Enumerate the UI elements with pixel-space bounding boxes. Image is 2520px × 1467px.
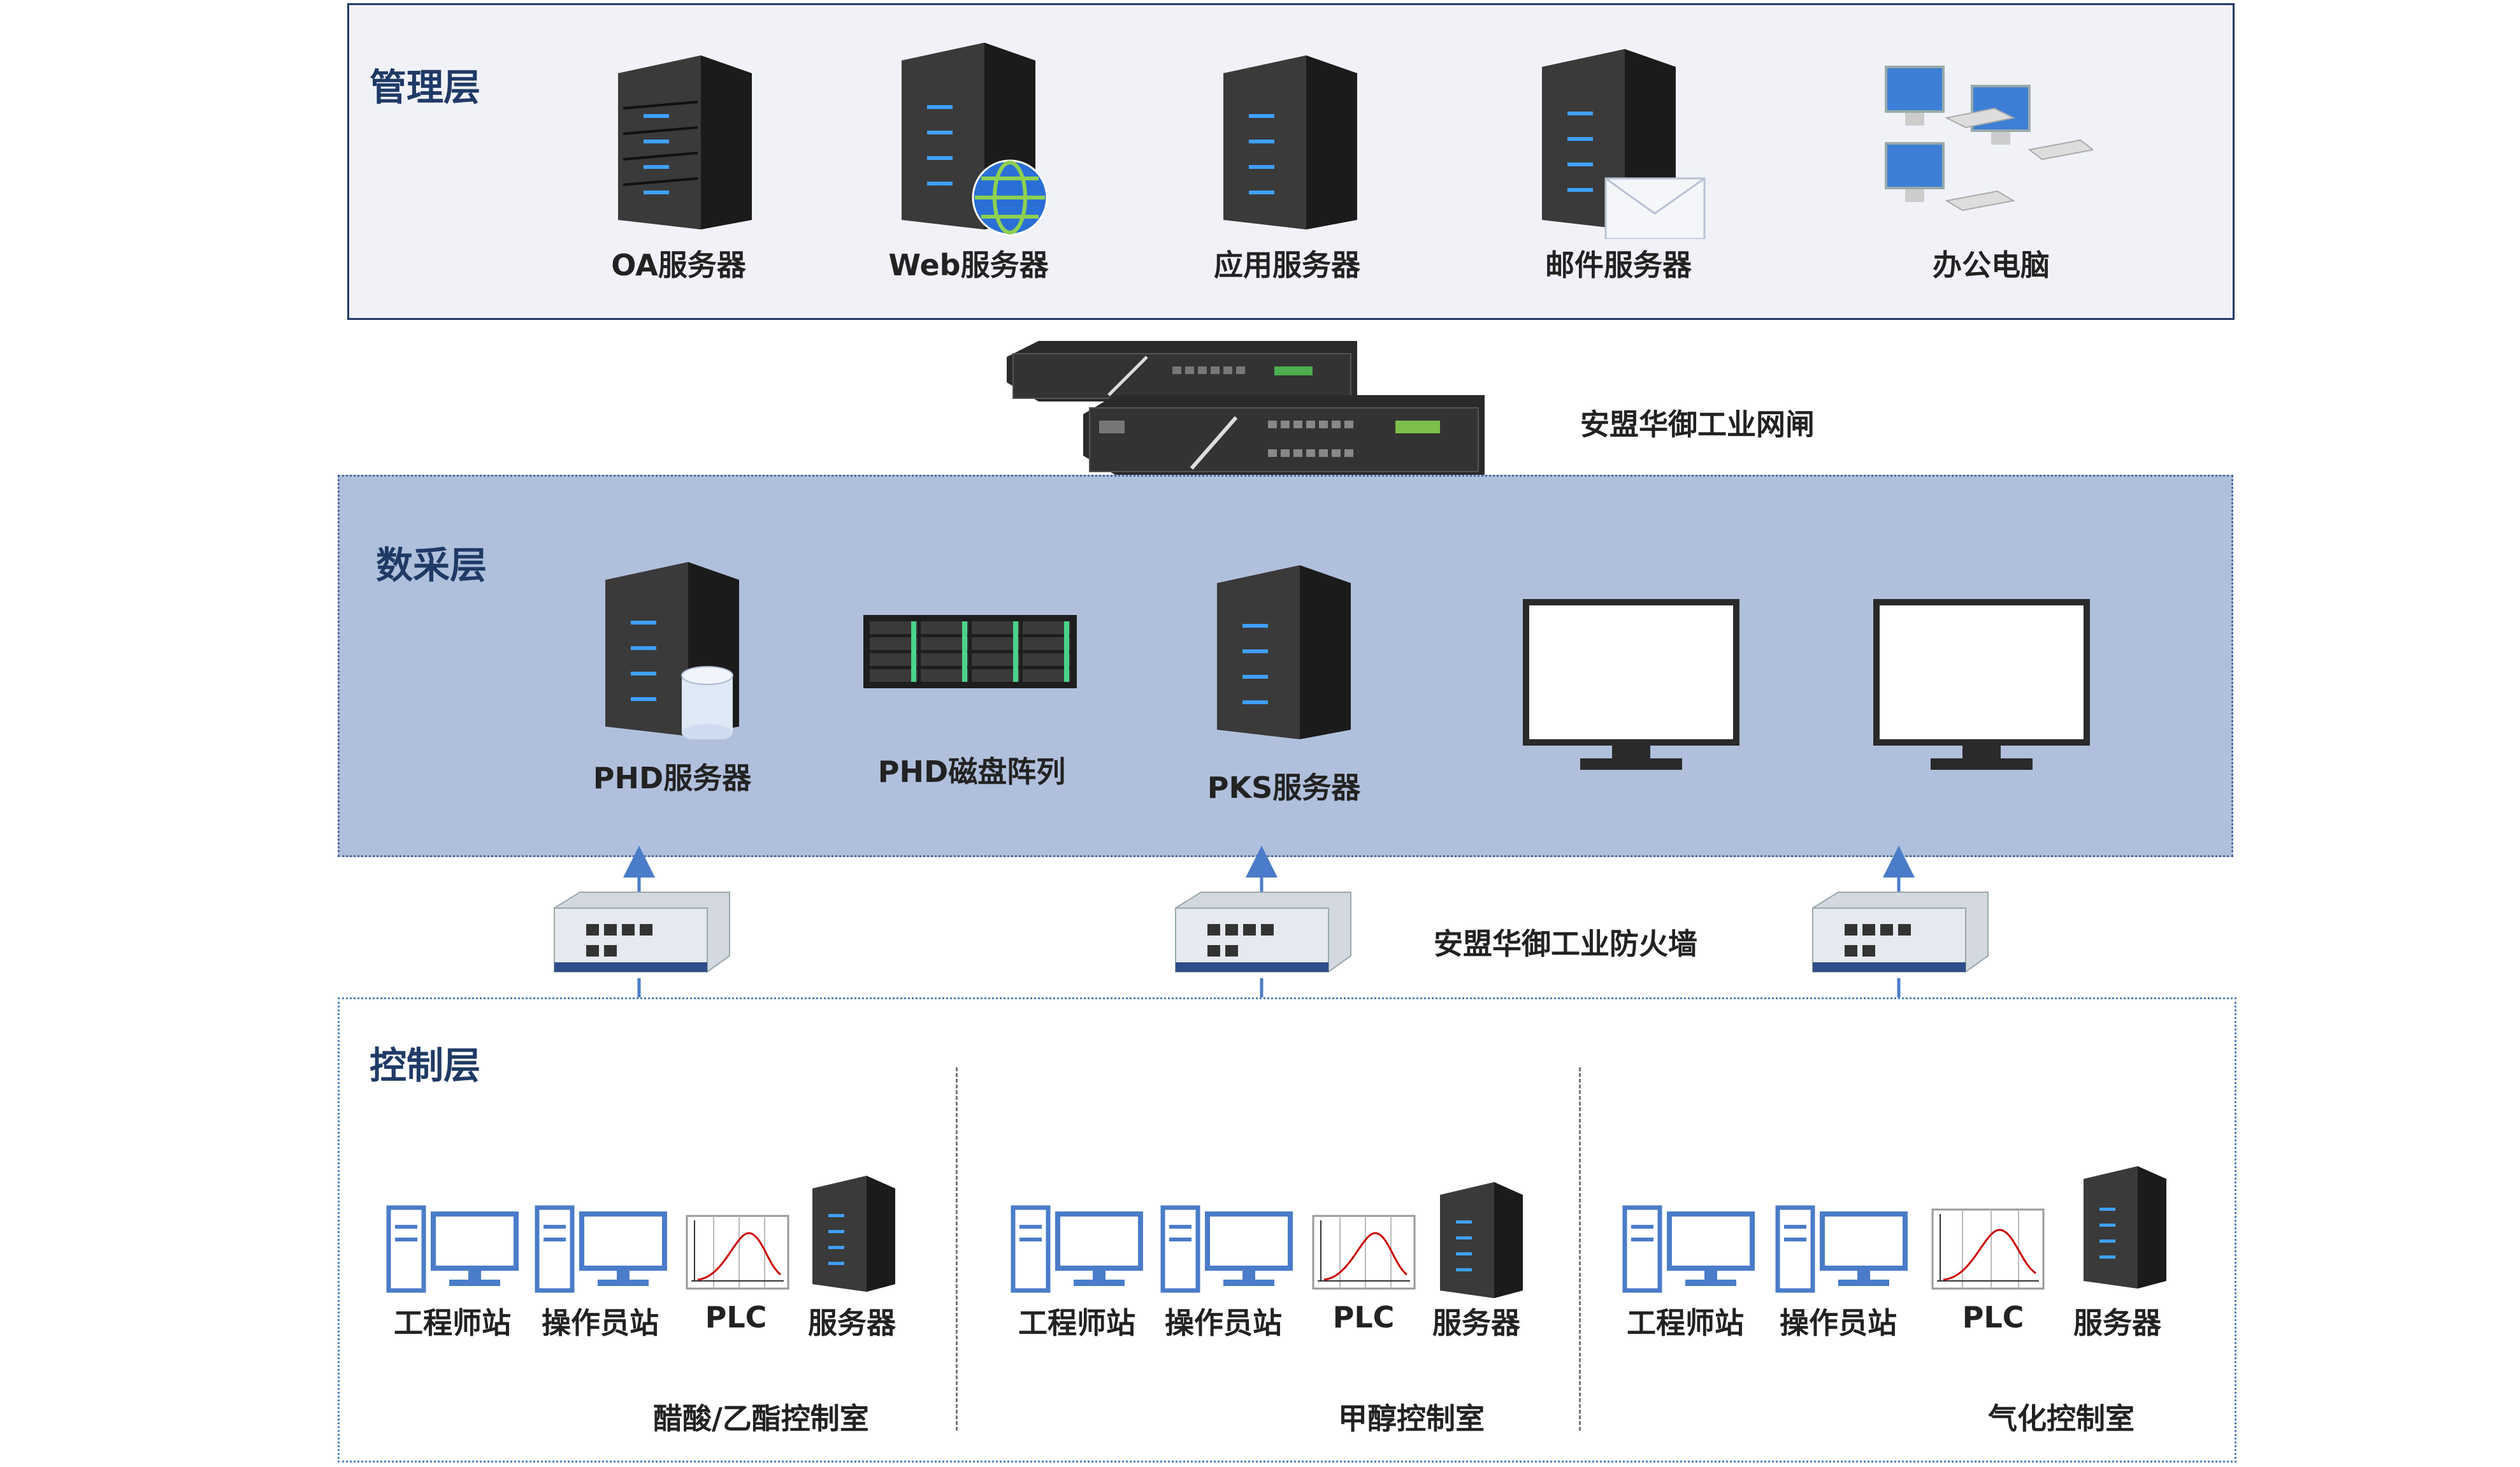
server-tower-icon xyxy=(806,1173,898,1294)
control-room-name: 甲醇控制室 xyxy=(1338,1401,1485,1436)
device-label: PLC xyxy=(1962,1300,2024,1334)
phd-server-label: PHD服务器 xyxy=(593,761,752,795)
plc-icon xyxy=(1311,1214,1416,1290)
oa-server-label: OA服务器 xyxy=(611,248,746,282)
plc-icon xyxy=(685,1214,790,1290)
workstation-icon xyxy=(385,1204,522,1294)
device-label: 操作员站 xyxy=(1780,1306,1897,1340)
workstation-icon xyxy=(534,1204,671,1294)
office-computers-label: 办公电脑 xyxy=(1933,248,2050,282)
server-tower-icon xyxy=(1204,558,1357,742)
mail-server-label: 邮件服务器 xyxy=(1545,248,1692,282)
database-server-icon xyxy=(593,554,752,739)
industrial-firewall-icon xyxy=(1806,889,1991,985)
disk-array-icon xyxy=(860,612,1080,691)
rack-gateway-icon xyxy=(1000,331,1497,491)
control-room-name: 醋酸/乙酯控制室 xyxy=(653,1401,869,1436)
device-label: 工程师站 xyxy=(1627,1306,1744,1340)
server-tower-icon xyxy=(1211,48,1364,233)
collection-layer-title: 数采层 xyxy=(376,544,487,587)
pks-server-label: PKS服务器 xyxy=(1207,770,1361,805)
device-label: PLC xyxy=(705,1300,767,1334)
industrial-firewall-icon xyxy=(548,889,733,985)
office-computers-icon xyxy=(1876,61,2093,226)
gateway-label: 安盟华御工业网闸 xyxy=(1580,407,1815,442)
room-divider xyxy=(956,1067,958,1431)
mail-server-icon xyxy=(1529,41,1714,239)
device-label: 操作员站 xyxy=(1165,1306,1282,1340)
workstation-icon xyxy=(1160,1204,1297,1294)
device-label: 工程师站 xyxy=(1018,1306,1135,1340)
server-tower-icon xyxy=(1434,1179,1526,1300)
monitor-icon xyxy=(1873,599,2090,774)
management-layer-title: 管理层 xyxy=(370,66,481,109)
industrial-firewall-icon xyxy=(1169,889,1354,985)
app-server-label: 应用服务器 xyxy=(1214,248,1360,282)
firewall-label: 安盟华御工业防火墙 xyxy=(1434,927,1697,961)
plc-icon xyxy=(1931,1208,2045,1290)
control-layer-title: 控制层 xyxy=(370,1044,481,1087)
device-label: 服务器 xyxy=(808,1306,896,1340)
room-divider xyxy=(1579,1067,1581,1431)
device-label: 工程师站 xyxy=(394,1306,511,1340)
server-tower-icon xyxy=(605,48,758,233)
workstation-icon xyxy=(1775,1204,1912,1294)
device-label: 服务器 xyxy=(1432,1306,1520,1340)
control-room-name: 气化控制室 xyxy=(1988,1401,2135,1436)
device-label: 操作员站 xyxy=(542,1306,659,1340)
workstation-icon xyxy=(1010,1204,1147,1294)
server-tower-icon xyxy=(2077,1163,2170,1290)
web-server-icon xyxy=(889,35,1055,239)
web-server-label: Web服务器 xyxy=(888,248,1049,282)
phd-disk-array-label: PHD磁盘阵列 xyxy=(877,755,1066,789)
monitor-icon xyxy=(1523,599,1739,774)
device-label: PLC xyxy=(1332,1300,1395,1334)
device-label: 服务器 xyxy=(2073,1306,2161,1340)
workstation-icon xyxy=(1622,1204,1759,1294)
